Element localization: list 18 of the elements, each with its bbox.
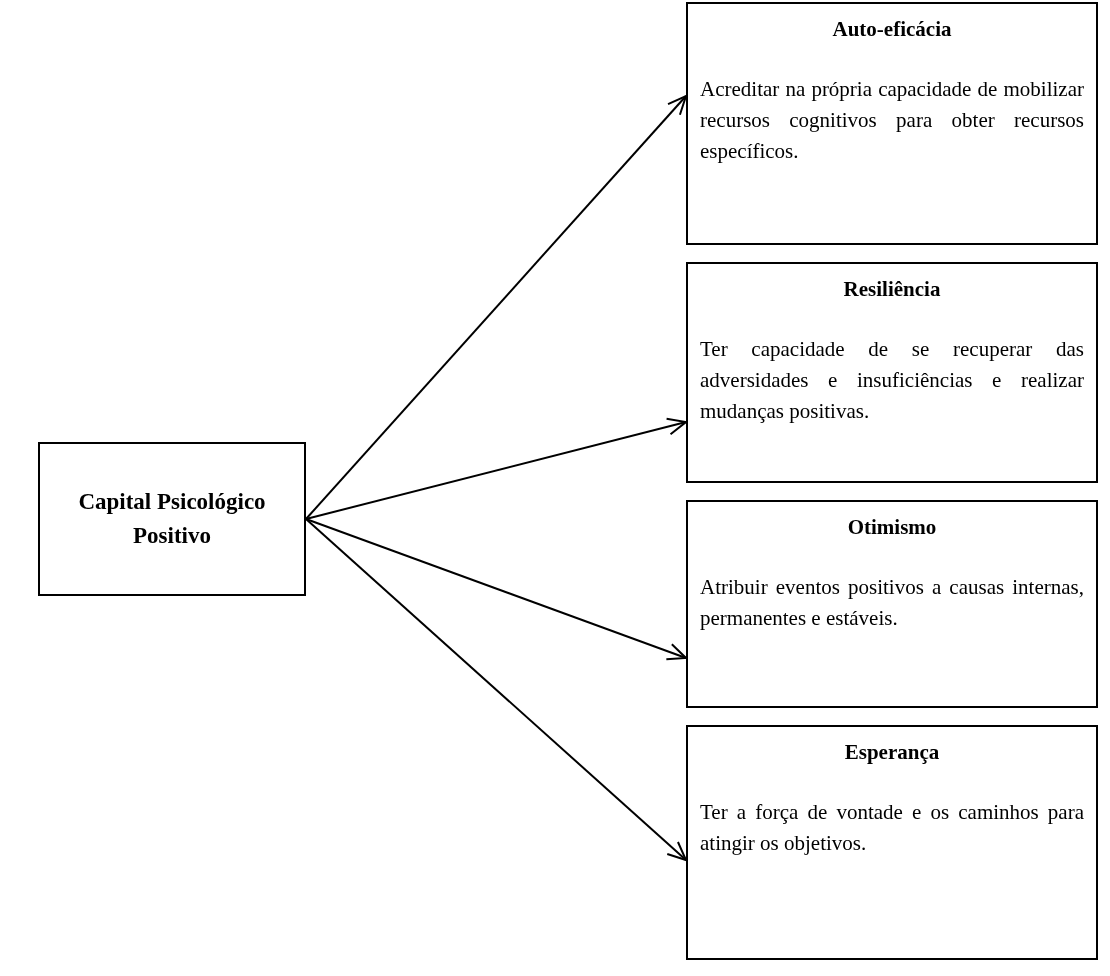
box-heading: Otimismo [846, 514, 938, 541]
definition-text: Atribuir eventos positivos a causas internas, permanentes e estáveis. [700, 574, 1084, 632]
definition-text: Ter capacidade de se recuperar das adversidades e insuficiências e realizar mudanças positivas. [700, 336, 1084, 425]
arrow [305, 95, 687, 520]
definition-box [686, 725, 1098, 960]
definition-text: Acreditar na própria capacidade de mobilizar recursos cognitivos para obter recursos específicos. [700, 76, 1084, 165]
concept-title: Capital Psicológico Positivo [77, 488, 267, 550]
arrow [305, 518, 687, 661]
definition-box [686, 2, 1098, 245]
arrow [305, 518, 687, 861]
arrow [305, 417, 687, 520]
box-heading: Resiliência [842, 276, 942, 303]
definition-box [686, 500, 1098, 708]
concept-box [38, 442, 306, 596]
box-heading: Esperança [843, 739, 941, 766]
definition-text: Ter a força de vontade e os caminhos para atingir os objetivos. [700, 799, 1084, 857]
box-heading: Auto-eficácia [831, 16, 953, 43]
definition-box [686, 262, 1098, 483]
